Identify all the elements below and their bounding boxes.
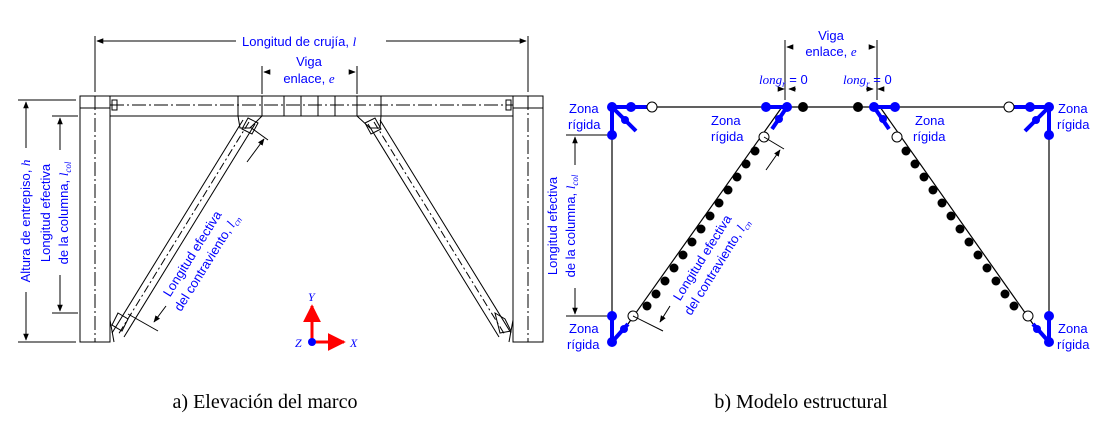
left-brace-line bbox=[627, 106, 783, 325]
svg-text:Zona: Zona bbox=[1058, 321, 1088, 336]
zona-rigida-link-left: Zona rígida bbox=[711, 113, 744, 144]
svg-text:rígida: rígida bbox=[1057, 337, 1090, 352]
left-brace bbox=[111, 117, 259, 338]
z-axis-origin bbox=[308, 338, 316, 346]
rigid-zones bbox=[610, 105, 1051, 344]
link-nodes bbox=[798, 102, 863, 112]
link-length-label: enlace, e bbox=[283, 71, 335, 86]
link-title-label: Viga bbox=[296, 54, 323, 69]
svg-text:Altura de entrepiso, h: Altura de entrepiso, h bbox=[18, 160, 33, 283]
zona-rigida-link-right: Zona rígida bbox=[913, 113, 946, 144]
right-brace-line bbox=[879, 106, 1034, 325]
svg-text:rígida: rígida bbox=[568, 117, 601, 132]
long-r-left-label: longr = 0 bbox=[759, 72, 808, 89]
svg-text:rígida: rígida bbox=[567, 337, 600, 352]
panel-b-labels: Viga enlace, e longr = 0 longr = 0 Zona … bbox=[545, 28, 1090, 352]
svg-text:Zona: Zona bbox=[569, 321, 599, 336]
panel-a-labels: Longitud de crujía, l Viga enlace, e Alt… bbox=[18, 34, 357, 314]
story-height-label: Altura de entrepiso, h bbox=[18, 160, 33, 283]
svg-text:rígida: rígida bbox=[711, 129, 744, 144]
zona-rigida-top-right: Zona rígida bbox=[1057, 101, 1090, 132]
beam bbox=[109, 95, 514, 117]
rigid-zone-nodes bbox=[607, 102, 1054, 347]
svg-text:Longitud efectiva: Longitud efectiva bbox=[545, 176, 560, 275]
panel-a-elevation bbox=[79, 95, 544, 343]
svg-text:de la columna, lcol: de la columna, lcol bbox=[563, 174, 580, 277]
long-r-right-label: longr = 0 bbox=[843, 72, 892, 89]
caption-a: a) Elevación del marco bbox=[173, 391, 358, 413]
column-length-label: Longitud efectiva de la columna, lcol bbox=[38, 161, 73, 264]
brace-length-label: Longitud efectiva del contraviento, lcn bbox=[160, 207, 245, 313]
svg-text:rígida: rígida bbox=[913, 129, 946, 144]
axis-x-label: X bbox=[349, 336, 358, 350]
b-column-length-label: Longitud efectiva de la columna, lcol bbox=[545, 174, 580, 277]
svg-text:rígida: rígida bbox=[1057, 117, 1090, 132]
svg-text:de la columna, lcol: de la columna, lcol bbox=[56, 161, 73, 264]
panel-b-dimensions bbox=[566, 40, 885, 332]
svg-text:Zona: Zona bbox=[711, 113, 741, 128]
caption-b: b) Modelo estructural bbox=[714, 391, 888, 413]
svg-text:Zona: Zona bbox=[569, 101, 599, 116]
svg-text:Longitud efectiva: Longitud efectiva bbox=[38, 163, 53, 262]
svg-text:Zona: Zona bbox=[915, 113, 945, 128]
b-link-title-label: Viga bbox=[818, 28, 845, 43]
axis-z-label: Z bbox=[295, 336, 302, 350]
zona-rigida-top-left: Zona rígida bbox=[568, 101, 601, 132]
panel-a-dimensions bbox=[18, 36, 529, 343]
zona-rigida-bottom-left: Zona rígida bbox=[567, 321, 600, 352]
b-brace-length-label: Longitud efectiva del contraviento, lcn bbox=[670, 211, 755, 317]
b-link-length-label: enlace, e bbox=[805, 44, 857, 59]
svg-text:Zona: Zona bbox=[1058, 101, 1088, 116]
panel-b-model bbox=[611, 106, 1050, 342]
zona-rigida-bottom-right: Zona rígida bbox=[1057, 321, 1090, 352]
left-brace-nodes bbox=[642, 146, 760, 311]
right-brace bbox=[364, 117, 512, 338]
axis-y-label: Y bbox=[308, 290, 316, 304]
coordinate-axes: Y Z X bbox=[295, 290, 358, 351]
right-brace-nodes bbox=[901, 146, 1019, 311]
hinge-nodes bbox=[627, 101, 1034, 322]
bay-length-label: Longitud de crujía, l bbox=[242, 34, 357, 49]
